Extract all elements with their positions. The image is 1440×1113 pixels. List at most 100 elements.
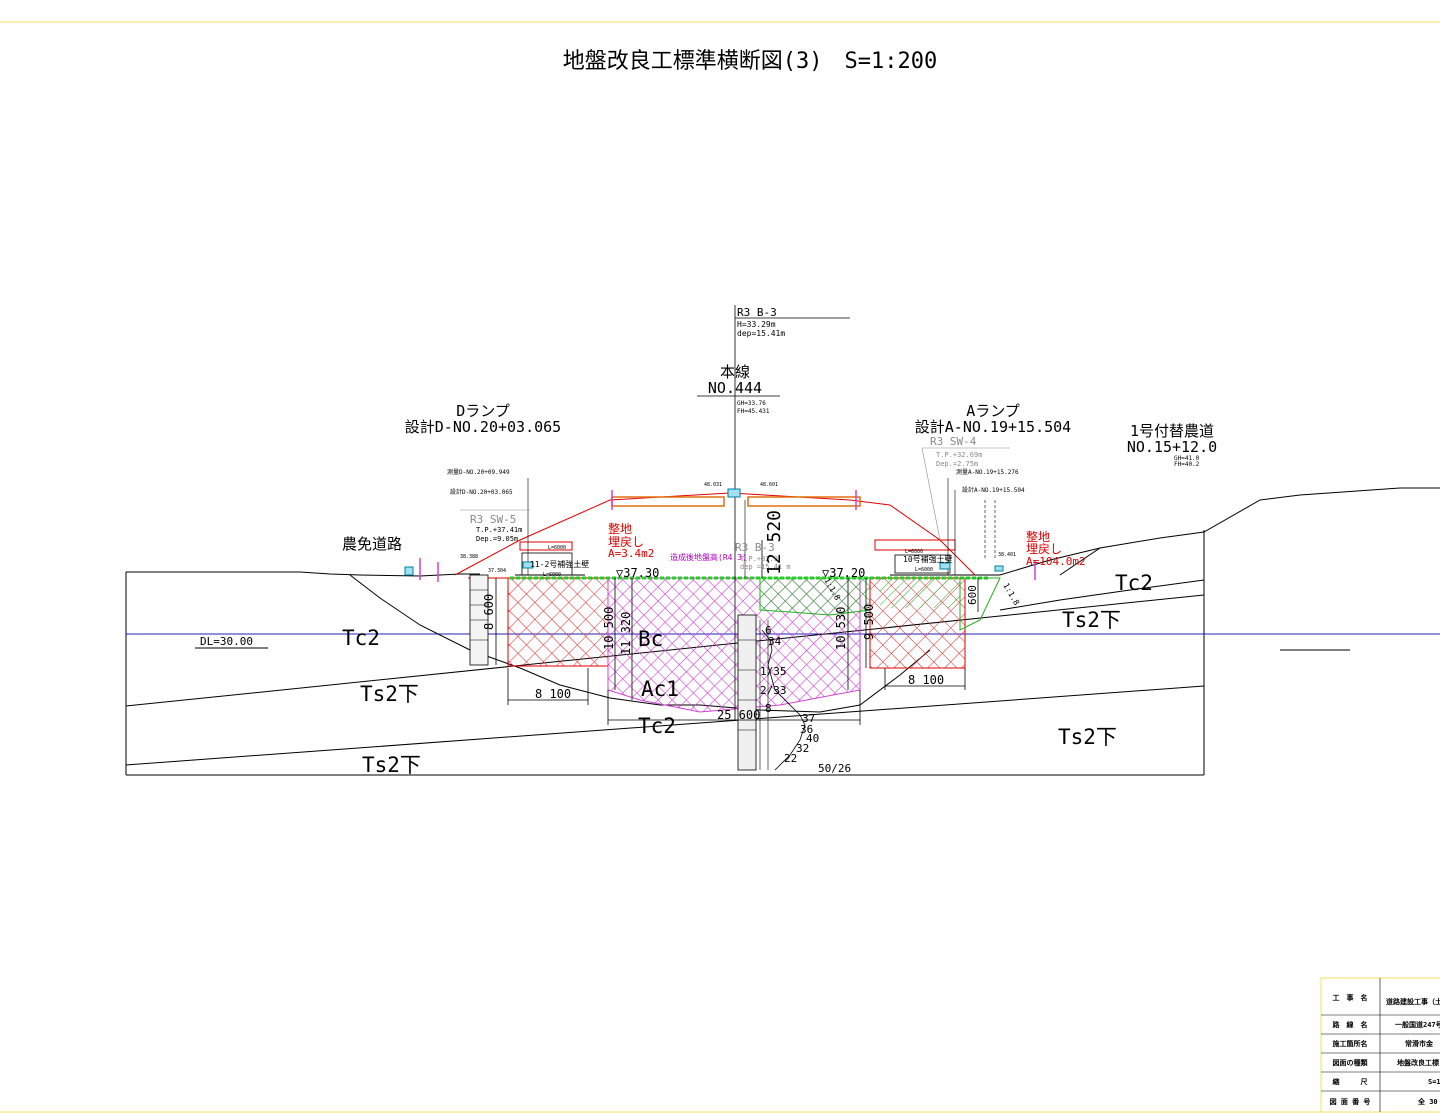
dim-10500: 10 500 <box>602 607 616 650</box>
soil-boundaries <box>125 487 1440 766</box>
slope-right: 1:1.8 <box>1001 582 1021 608</box>
farm-road-gh: GH=41.0 <box>1174 455 1200 462</box>
b3-inner-tp: T.P.+32.9 <box>740 555 778 563</box>
n-value: 40 <box>806 732 819 745</box>
farm-road-name: 1号付替農道 <box>1130 422 1214 440</box>
wall-right-length-bottom: L=6000 <box>915 567 933 573</box>
soil-ts2-right1: Ts2下 <box>1062 608 1121 632</box>
d-ramp-design2: 設計D-NO.20+03.065 <box>450 488 513 496</box>
dim-10530: 10 530 <box>834 607 848 650</box>
sw5-tp: T.P.+37.41m <box>476 526 522 534</box>
right-fill-area: A=104.0m2 <box>1026 555 1086 568</box>
title-block: 工 事 名 道路建設工事（土 路 線 名 一般国道247号 施工箇所名 常滑市金… <box>1320 977 1440 1113</box>
n-values: 6 34 1/35 2/33 8 37 36 40 32 22 50/26 <box>760 624 851 775</box>
dim-12520: 12 520 <box>764 510 785 575</box>
soil-ts2-right2: Ts2下 <box>1058 725 1117 749</box>
elev-label: 38.388 <box>460 554 478 560</box>
a-ramp-name: Aランプ <box>966 402 1020 420</box>
sw4-tp: T.P.+32.69m <box>936 451 982 459</box>
left-fill-area: A=3.4m2 <box>608 547 654 560</box>
central-boring-column <box>737 614 769 771</box>
titleblock-value: 全 30 <box>1417 1097 1438 1106</box>
markers <box>404 488 1036 582</box>
n-value: 22 <box>784 752 797 765</box>
n-value: 6 <box>765 624 772 637</box>
wall-left-length-bottom: L=6000 <box>543 572 561 578</box>
titleblock-value: S=1 <box>1428 1078 1440 1086</box>
soil-tc2-bottom: Tc2 <box>638 714 676 738</box>
mainline-gh: GH=33.76 <box>737 400 766 407</box>
titleblock-value: 常滑市金 <box>1405 1039 1434 1048</box>
titleblock-label: 路 線 名 <box>1333 1020 1368 1029</box>
wall-left-length-top: L=6000 <box>548 545 566 551</box>
titleblock-label: 工 事 名 <box>1333 993 1368 1002</box>
n-value: 36 <box>800 723 813 736</box>
elevation-labels: 48.031 48.601 38.388 37.304 38.401 <box>460 482 1016 574</box>
wall-right-label: 10号補強土壁 <box>903 554 953 564</box>
dim-25600: 25 600 <box>717 708 760 722</box>
n-value: 34 <box>768 635 782 648</box>
wall-right-length-top: L=6000 <box>905 549 923 555</box>
dim-8100-right: 8 100 <box>908 673 944 687</box>
wall-left-label: 11-2号補強土壁 <box>530 559 589 569</box>
titleblock-label: 縮 尺 <box>1333 1077 1368 1086</box>
soil-tc2-right: Tc2 <box>1115 571 1153 595</box>
d-ramp-design: 設計D-NO.20+03.065 <box>405 418 561 436</box>
n-value: 32 <box>796 742 809 755</box>
farm-road-fh: FH=40.2 <box>1174 461 1200 468</box>
titleblock-label: 図面の種類 <box>1333 1058 1369 1067</box>
n-value-plot <box>761 629 806 771</box>
a-ramp-design2: 設計A-NO.19+15.504 <box>962 486 1025 494</box>
b3-inner-dep: dep =15.41 m <box>740 563 791 571</box>
sw4-dep: Dep.=2.75m <box>936 460 978 468</box>
n-value: 8 <box>765 702 772 715</box>
borehole-h: H=33.29m <box>737 320 776 329</box>
drawing-title: 地盤改良工標準横断図(3) S=1:200 <box>563 49 937 74</box>
titleblock-label: 施工箇所名 <box>1333 1039 1368 1048</box>
level-right: ▽37.20 <box>822 566 865 580</box>
sw4-name: R3 SW-4 <box>930 435 977 448</box>
existing-ground <box>126 547 1101 577</box>
dim-11320: 11 320 <box>619 612 633 655</box>
soil-bc: Bc <box>638 627 663 651</box>
borehole-dep: dep=15.41m <box>737 329 785 338</box>
d-ramp-name: Dランプ <box>456 402 510 420</box>
soil-tc2-left: Tc2 <box>342 626 380 650</box>
dimension-lines <box>495 540 979 725</box>
datum-label: DL=30.00 <box>200 635 253 648</box>
n-value: 50/26 <box>818 762 851 775</box>
soil-ts2-left1: Ts2下 <box>360 682 419 706</box>
titleblock-value: 地盤改良工標 <box>1397 1058 1439 1067</box>
dim-9500: 9 500 <box>862 604 876 640</box>
titleblock-value: 道路建設工事（土 <box>1386 997 1440 1006</box>
n-value: 2/33 <box>760 684 787 697</box>
titleblock-label: 図 面 番 号 <box>1330 1097 1371 1106</box>
d-ramp-survey: 測量D-NO.20+09.949 <box>447 468 510 476</box>
dim-8100-left: 8 100 <box>535 687 571 701</box>
dim-8600: 8 600 <box>482 594 496 630</box>
elev-label: 37.304 <box>488 568 506 574</box>
n-value: 1/35 <box>760 665 787 678</box>
farm-road-no: NO.15+12.0 <box>1127 438 1217 456</box>
left-boring-column <box>469 574 489 666</box>
dim-600: 600 <box>966 585 979 605</box>
borehole-name: R3 B-3 <box>737 306 777 319</box>
left-fill-l1: 整地 <box>608 521 632 536</box>
left-fill-l2: 埋戻し <box>608 535 644 549</box>
mainline-no: NO.444 <box>708 379 762 397</box>
elev-label: 48.601 <box>760 482 778 488</box>
right-fill-l1: 整地 <box>1026 529 1050 544</box>
a-ramp-design: 設計A-NO.19+15.504 <box>915 418 1071 436</box>
sw5-dep: Dep.=9.05m <box>476 535 518 543</box>
sw5-name: R3 SW-5 <box>470 513 516 526</box>
titleblock-value: 一般国道247号 <box>1395 1020 1440 1029</box>
left-road-label: 農免道路 <box>342 535 402 553</box>
a-ramp-survey: 測量A-NO.19+15.276 <box>956 468 1019 476</box>
level-left: ▽37.30 <box>616 566 659 580</box>
elev-label: 48.031 <box>704 482 722 488</box>
soil-ac1: Ac1 <box>641 677 679 701</box>
right-fill-l2: 埋戻し <box>1026 542 1062 556</box>
reinforced-wall-left <box>515 541 585 576</box>
n-value: 37 <box>802 712 815 725</box>
